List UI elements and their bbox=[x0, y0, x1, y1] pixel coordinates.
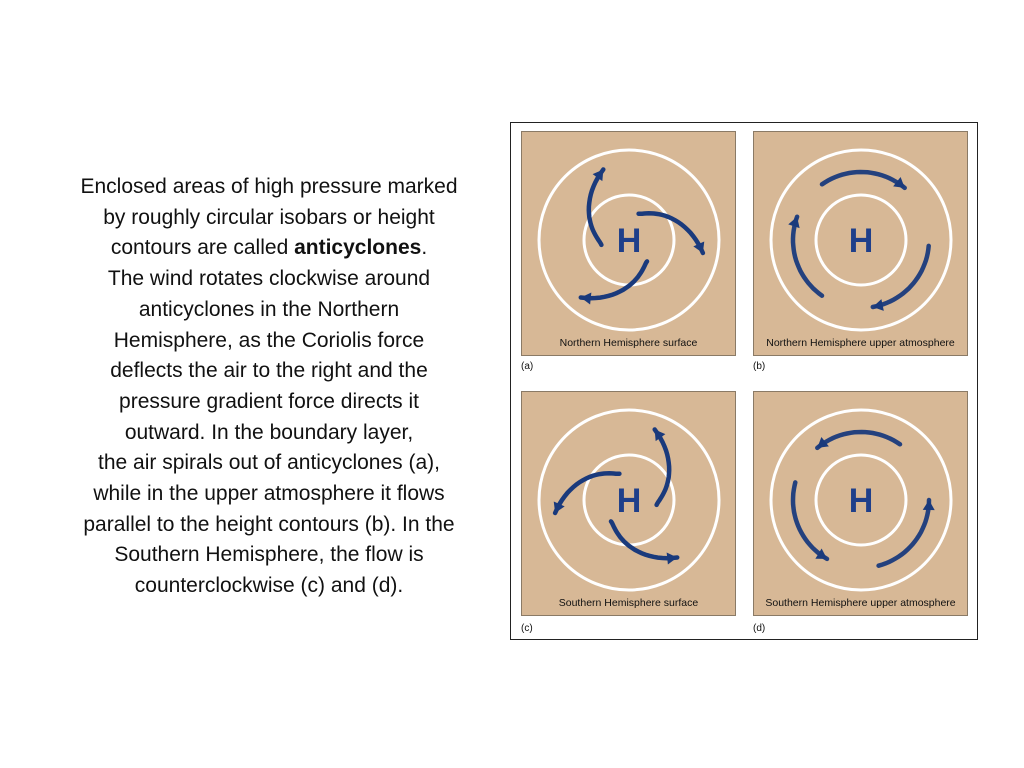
outer-isobar bbox=[769, 148, 953, 332]
arrowhead-icon bbox=[893, 176, 905, 188]
text-line: parallel to the height contours (b). In … bbox=[83, 512, 455, 536]
wind-arrow bbox=[790, 214, 825, 298]
wind-arrow bbox=[578, 259, 650, 301]
panel-northern-upper: H Northern Hemisphere upper atmosphere bbox=[753, 131, 968, 356]
inner-isobar bbox=[814, 193, 908, 287]
wind-arrow bbox=[552, 471, 622, 516]
panel-a-diagram: H bbox=[522, 132, 735, 355]
wind-arrow bbox=[608, 519, 680, 561]
arrowhead-icon bbox=[666, 552, 678, 565]
anticyclone-figure: H Northern Hemisphere surface (a) H Nort… bbox=[510, 122, 978, 640]
arrowhead-icon bbox=[592, 169, 604, 182]
panel-d-diagram: H bbox=[754, 392, 967, 615]
wind-arrow bbox=[636, 211, 706, 256]
panel-letter: (b) bbox=[753, 361, 766, 372]
text-fragment: . bbox=[421, 236, 428, 260]
high-pressure-label: H bbox=[617, 482, 642, 520]
text-line: Southern Hemisphere, the flow is bbox=[114, 543, 424, 567]
text-fragment: contours are called bbox=[110, 236, 295, 260]
arrowhead-icon bbox=[693, 241, 705, 254]
panel-caption: Southern Hemisphere surface bbox=[558, 597, 699, 609]
arrowhead-icon bbox=[654, 429, 666, 442]
panel-northern-surface: H Northern Hemisphere surface bbox=[521, 131, 736, 356]
text-line: Enclosed areas of high pressure marked bbox=[80, 175, 458, 198]
text-line: outward. In the boundary layer, bbox=[124, 420, 414, 444]
arrowhead-icon bbox=[580, 292, 592, 305]
panel-letter: (a) bbox=[521, 361, 534, 372]
panel-caption: Northern Hemisphere surface bbox=[559, 337, 698, 349]
panel-southern-upper: H Southern Hemisphere upper atmosphere bbox=[753, 391, 968, 616]
arrowhead-icon bbox=[922, 500, 935, 511]
panel-southern-surface: H Southern Hemisphere surface bbox=[521, 391, 736, 616]
text-line: by roughly circular isobars or height bbox=[103, 205, 435, 229]
arrowhead-icon bbox=[788, 216, 800, 229]
panel-b-diagram: H bbox=[754, 132, 967, 355]
wind-arrow bbox=[790, 480, 830, 562]
wind-arrow bbox=[652, 427, 672, 508]
text-line: contours are called anticyclones. bbox=[36, 233, 502, 264]
panel-c-diagram: H bbox=[522, 392, 735, 615]
wind-arrow bbox=[819, 169, 907, 191]
arrowhead-icon bbox=[817, 436, 829, 448]
wind-arrow bbox=[876, 497, 932, 568]
panel-background bbox=[754, 392, 967, 615]
text-line: deflects the air to the right and the bbox=[110, 359, 428, 383]
high-pressure-label: H bbox=[849, 482, 874, 520]
text-line: counterclockwise (c) and (d). bbox=[134, 574, 404, 598]
arrowhead-icon bbox=[815, 548, 827, 559]
panel-caption: Northern Hemisphere upper atmosphere bbox=[766, 337, 955, 349]
text-line: the air spirals out of anticyclones (a), bbox=[98, 451, 440, 475]
high-pressure-label: H bbox=[617, 222, 642, 260]
inner-isobar bbox=[814, 453, 908, 547]
outer-isobar bbox=[537, 148, 721, 332]
text-line: pressure gradient force directs it bbox=[119, 389, 419, 413]
panel-background bbox=[754, 132, 967, 355]
text-line: The wind rotates clockwise around bbox=[107, 267, 431, 291]
term-anticyclones: anticyclones bbox=[294, 236, 422, 260]
text-line: Hemisphere, as the Coriolis force bbox=[113, 328, 425, 352]
text-line: while in the upper atmosphere it flows bbox=[93, 482, 445, 506]
slide-text: Enclosed areas of high pressure marked b… bbox=[36, 172, 502, 602]
panel-letter: (c) bbox=[521, 623, 533, 634]
wind-arrow bbox=[870, 243, 931, 310]
high-pressure-label: H bbox=[849, 222, 874, 260]
wind-arrow bbox=[815, 429, 903, 451]
outer-isobar bbox=[769, 408, 953, 592]
arrowhead-icon bbox=[553, 501, 565, 514]
arrowhead-icon bbox=[872, 299, 884, 311]
wind-arrow bbox=[586, 167, 606, 248]
panel-letter: (d) bbox=[753, 623, 766, 634]
text-line: anticyclones in the Northern bbox=[138, 297, 400, 321]
panel-caption: Southern Hemisphere upper atmosphere bbox=[765, 597, 956, 609]
outer-isobar bbox=[537, 408, 721, 592]
